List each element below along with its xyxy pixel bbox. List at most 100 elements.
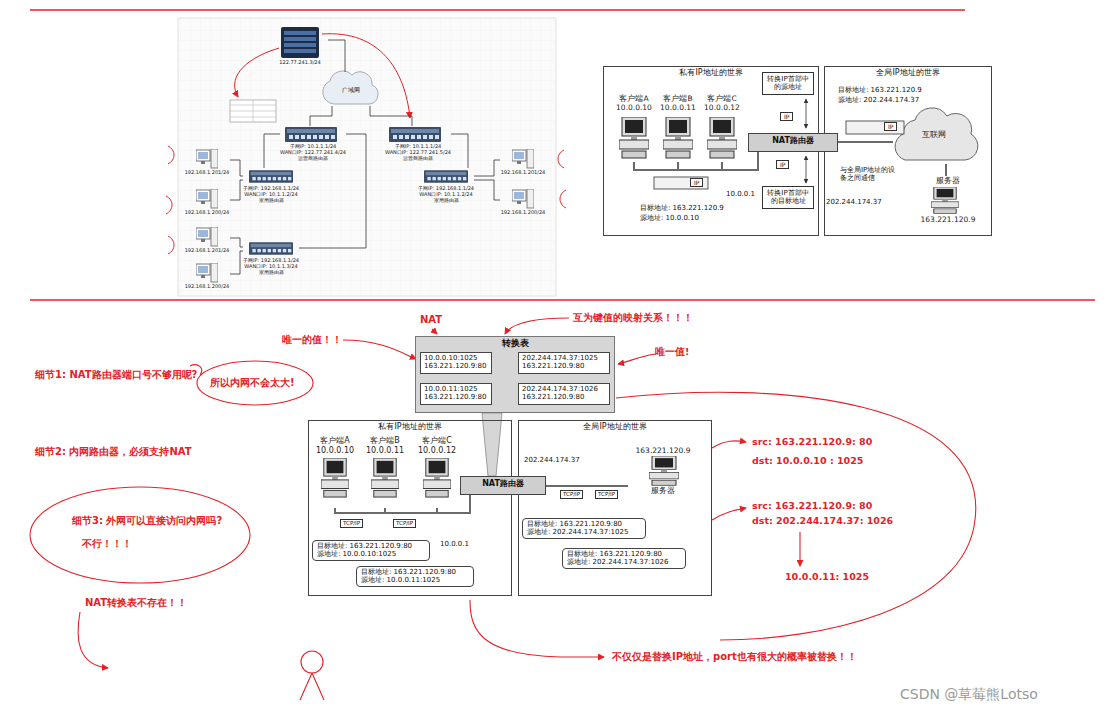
packet-tag: TCP/IP <box>393 519 416 528</box>
conversion-arrow <box>806 99 807 128</box>
router-icon <box>424 170 468 183</box>
wan-cloud: 广域网 <box>322 72 380 106</box>
hand-annotation <box>168 146 174 164</box>
node-label: 客户端C <box>414 436 460 446</box>
node-label: 全局IP地址的世界 <box>825 68 991 78</box>
connector <box>546 485 628 487</box>
topology-canvas <box>178 18 556 296</box>
separator-line <box>30 299 1095 301</box>
host-icon <box>196 263 218 282</box>
node-text: 运营商路由器 <box>280 155 346 161</box>
hand-annotation <box>197 361 313 405</box>
node-label: 客户端C <box>700 94 744 103</box>
client: 客户端B10.0.0.11 <box>656 94 700 162</box>
connector <box>945 164 947 176</box>
node-text: 10.0.0.11 <box>362 446 408 456</box>
client: 客户端B10.0.0.11 <box>362 436 408 508</box>
node-label: 子网IP: 10.1.1.1/24 <box>280 143 346 149</box>
client: 客户端C10.0.0.12 <box>700 94 744 162</box>
annotation: dst: 10.0.0.10 : 1025 <box>752 455 863 466</box>
host: 192.168.1.201/24 <box>184 226 230 253</box>
node-label: NAT路由器 <box>465 479 541 489</box>
node-text: 家用路由器 <box>243 269 299 275</box>
annotation: 细节1: NAT路由器端口号不够用呢? <box>35 369 197 381</box>
connector <box>230 251 243 274</box>
node-label: 202.244.174.37:1025 <box>522 354 606 362</box>
connector <box>634 152 758 170</box>
node-label: 客户端B <box>656 94 700 103</box>
mini-table-image <box>253 100 254 122</box>
packet-tag: IP <box>884 122 897 131</box>
conversion-arrow <box>806 156 807 183</box>
host-icon <box>196 149 534 282</box>
table-cell: 202.244.174.37:1026163.221.120.9:80 <box>518 383 610 405</box>
node-text: 源地址: 10.0.0.10:1025 <box>317 550 425 558</box>
nat-router: NAT路由器 <box>460 476 546 495</box>
packet-tag: TCP/IP <box>595 490 618 499</box>
table-cell: 10.0.0.10:1025163.221.120.9:80 <box>420 352 492 374</box>
hand-annotation <box>301 651 323 673</box>
callout-box: 转换IP首部中的目标地址 <box>762 186 814 209</box>
hand-annotation <box>343 340 416 359</box>
packet-tag: IP <box>776 160 789 169</box>
table-cell: 202.244.174.37:1025163.221.120.9:80 <box>518 352 610 374</box>
node-label: 转换IP首部中的源地址 <box>765 75 811 92</box>
nat-table: 转换表 10.0.0.10:1025163.221.120.9:80 202.244… <box>415 336 615 413</box>
annotation: src: 163.221.120.9: 80 <box>752 436 872 447</box>
node-label: 服务器 <box>918 176 978 185</box>
host: 192.168.1.200/24 <box>184 262 230 289</box>
hand-annotation <box>560 190 566 208</box>
ip-packet <box>846 121 904 134</box>
node-label: 子网IP: 192.168.1.1/24 <box>243 257 299 263</box>
node-label: 192.168.1.201/24 <box>184 169 230 175</box>
node-text: 家用路由器 <box>418 197 474 203</box>
node-label: 192.168.1.200/24 <box>184 209 230 215</box>
server-rack-icon <box>284 31 316 35</box>
connector <box>678 152 758 170</box>
address-box: 目标地址: 163.221.120.9:80源地址: 202.244.174.3… <box>522 518 646 539</box>
computer-icon <box>423 458 451 497</box>
node-label: 目标地址: 163.221.120.9:80 <box>567 550 681 558</box>
connector <box>437 495 470 513</box>
client: 客户端A10.0.0.10 <box>612 94 656 162</box>
node-text: 源地址: 202.244.174.37:1025 <box>527 528 641 536</box>
connector <box>230 180 243 200</box>
node-label: 子网IP: 192.168.1.1/24 <box>418 185 474 191</box>
host: 192.168.1.200/24 <box>500 188 546 215</box>
address-text: 202.244.174.37 <box>524 456 580 464</box>
computer-icon <box>663 117 693 158</box>
node-label: 192.168.1.201/24 <box>184 247 230 253</box>
node-label: 私有IP地址的世界 <box>309 422 511 432</box>
annotation: dst: 202.244.174.37: 1026 <box>752 515 893 526</box>
node-text: WAN口IP: 10.1.1.2/24 <box>418 191 474 197</box>
node-text: WAN口IP: 122.77.241.4/24 <box>280 149 346 155</box>
hand-annotation <box>558 150 564 168</box>
host: 192.168.1.201/24 <box>184 148 230 175</box>
home-router: 子网IP: 192.168.1.1/24WAN口IP: 10.1.1.2/24家… <box>418 168 474 203</box>
annotation: 不行！！！ <box>82 538 132 550</box>
mini-table-image <box>230 100 276 122</box>
hand-annotation <box>30 318 976 700</box>
node-label: 子网IP: 192.168.1.1/24 <box>243 185 299 191</box>
annotation: 10.0.0.11: 1025 <box>785 571 869 582</box>
note-text: 与全局IP地址的设备之间通信 <box>840 166 902 183</box>
home-router: 子网IP: 192.168.1.1/24WAN口IP: 10.1.1.3/24家… <box>243 240 299 275</box>
mini-table-image <box>230 100 276 122</box>
connector <box>722 152 758 170</box>
connector <box>310 106 332 126</box>
annotation: 互为键值的映射关系！！！ <box>573 312 693 323</box>
hand-annotation <box>166 196 172 214</box>
node-label: 转换IP首部中的目标地址 <box>765 189 811 206</box>
annotation: 唯一的值！！ <box>282 334 342 345</box>
computer-icon <box>931 187 959 213</box>
node-label: NAT路由器 <box>753 136 833 146</box>
address-text: 10.0.0.1 <box>440 540 469 548</box>
separator-line <box>30 9 965 11</box>
annotation: src: 163.221.120.9: 80 <box>752 500 872 511</box>
node-label: 转换表 <box>416 338 614 349</box>
node-label: 全局IP地址的世界 <box>519 422 711 432</box>
node-label: 202.244.174.37:1026 <box>522 385 606 393</box>
annotation: NAT <box>420 314 442 326</box>
hand-annotation <box>470 600 604 657</box>
computer-icon <box>371 458 399 497</box>
